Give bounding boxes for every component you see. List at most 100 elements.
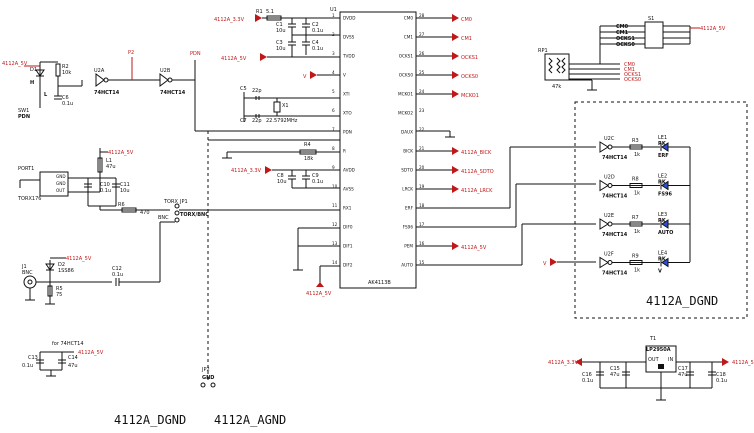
ic-pin-name: MCKO2 <box>398 111 413 116</box>
c16-ref: C16 <box>582 372 592 378</box>
r1-value: 5.1 <box>266 9 274 15</box>
c11-value: 10u <box>120 188 130 194</box>
rp1-ocks0: OCKS0 <box>624 77 641 83</box>
ic-pin-number: 21 <box>419 146 425 151</box>
c3-value: 10u <box>276 46 286 52</box>
svg-text:GND: GND <box>56 174 66 179</box>
dgnd-box-label: 4112A_DGND <box>646 294 718 308</box>
net-5v-74: 4112A_5V <box>78 350 104 356</box>
resistor-r4: R4 18k <box>222 142 340 162</box>
ic-pin-name: DVDD <box>343 16 355 21</box>
gate-ref: U2C <box>604 136 615 142</box>
ic-pin-name: MCKO1 <box>398 92 413 97</box>
c14-value: 47u <box>68 363 78 369</box>
sw1-label: PDN <box>18 114 30 120</box>
c17-value: 47u <box>678 372 688 378</box>
led-part: RK <box>658 257 667 263</box>
rp1-cm0: CM0 <box>624 62 635 68</box>
ic-pin-name: PDN <box>343 130 352 135</box>
ic-pin-number: 20 <box>419 165 425 170</box>
c2-value: 0.1u <box>312 28 323 34</box>
c2-ref: C2 <box>312 22 319 28</box>
c8-ref: C8 <box>277 173 284 179</box>
jp1-ref: JP1 <box>179 199 188 205</box>
ic-pin-name: DAUX <box>401 130 413 135</box>
net-5v-s1: 4112A_5V <box>700 26 726 32</box>
dif-grounds: 4112A_5V <box>293 227 340 297</box>
ic-u1-ref: U1 <box>330 7 337 13</box>
ic-pin-name: OCKS1 <box>399 54 414 59</box>
c5-ref: C5 <box>240 86 247 92</box>
rp1-ocks1: OCKS1 <box>624 72 641 78</box>
net-3v3-top: 4112A_3.3V <box>214 17 245 23</box>
ic-pin-name: CM1 <box>404 35 414 40</box>
u2a-part: 74HCT14 <box>94 90 120 96</box>
d2-value: 1SS86 <box>58 268 74 274</box>
avdd-decoupling: 4112A_3.3V C8 10u C9 0.1u <box>231 166 340 189</box>
ic-pin-number: 1 <box>332 13 335 18</box>
c12-ref: C12 <box>112 266 122 272</box>
ic-pin-name: CM0 <box>404 16 414 21</box>
c1-value: 10u <box>276 28 286 34</box>
c10-ref: C10 <box>100 182 110 188</box>
svg-text:OUT: OUT <box>56 188 65 193</box>
r6-value: 470 <box>140 210 150 216</box>
led-part: RK <box>658 141 667 147</box>
led-label: FS96 <box>658 192 672 198</box>
ic-pin-number: 11 <box>332 203 338 208</box>
ic-pin-name: DIF0 <box>343 225 353 230</box>
ic-pin-number: 27 <box>419 32 425 37</box>
ic-pin-number: 26 <box>419 51 425 56</box>
l1-value: 47u <box>106 164 116 170</box>
c14-ref: C14 <box>68 355 78 361</box>
ic-pin-name: OCKS0 <box>399 73 414 78</box>
c6-value: 0.1u <box>62 101 73 107</box>
d2-ref: D2 <box>58 262 65 268</box>
rp1-ref: RP1 <box>538 48 548 54</box>
sw1-ref: SW1 <box>18 108 29 114</box>
ic-pin-number: 8 <box>332 146 335 151</box>
gate-part: 74HCT14 <box>602 194 628 200</box>
led-part: RK <box>658 218 667 224</box>
ic-pin-name: XTI <box>343 92 350 97</box>
c9-ref: C9 <box>312 173 319 179</box>
ic-pin-number: 12 <box>332 222 338 227</box>
t1-part: LP2950A <box>646 347 671 353</box>
t1-in: IN <box>668 357 673 363</box>
led-ref: LE2 <box>658 174 667 180</box>
ic-pin-name: ERF <box>405 206 414 211</box>
t1-out: OUT <box>648 357 660 363</box>
c15-value: 47u <box>610 372 620 378</box>
u2b-ref: U2B <box>160 68 171 74</box>
ic-pin-number: 13 <box>332 241 338 246</box>
net-3v3-avdd: 4112A_3.3V <box>231 168 262 174</box>
r4-value: 18k <box>304 156 313 162</box>
net-cm1: CM1 <box>461 36 472 42</box>
s1-ocks0: OCKS0 <box>616 42 635 48</box>
net-v-led: V <box>543 261 547 267</box>
led-ref: LE1 <box>658 135 667 141</box>
resistor-pack-rp1: RP1 47k CM0 CM1 OCKS1 OCKS0 <box>538 48 641 91</box>
gate-part: 74HCT14 <box>602 155 628 161</box>
ic-pin-number: 28 <box>419 13 425 18</box>
c3-ref: C3 <box>276 40 283 46</box>
ic-pin-name: XTO <box>343 111 352 116</box>
ic-pin-number: 19 <box>419 184 425 189</box>
hct14-decoupling: for 74HCT14 4112A_5V C13 0.1u C14 47u <box>22 341 104 377</box>
ic-pin-name: BICK <box>403 149 413 154</box>
c1-ref: C1 <box>276 22 283 28</box>
ic-pin-name: R <box>343 149 346 154</box>
net-lrck: 4112A_LRCK <box>461 188 493 194</box>
gate-ref: U2F <box>604 252 614 258</box>
ic-pin-name: TVDD <box>342 54 355 59</box>
s1-cm0: CM0 <box>616 24 629 30</box>
ic-pin-number: 17 <box>419 222 425 227</box>
ic-pin-number: 18 <box>419 203 425 208</box>
led-label: V <box>658 269 662 275</box>
c10-value: 0.1u <box>100 188 111 194</box>
dgnd-box <box>574 101 748 319</box>
led-label: ERF <box>658 153 669 159</box>
mode-switch-s1: S1 CM0 CM1 OCKS1 OCKS0 4112A_5V <box>599 16 726 64</box>
